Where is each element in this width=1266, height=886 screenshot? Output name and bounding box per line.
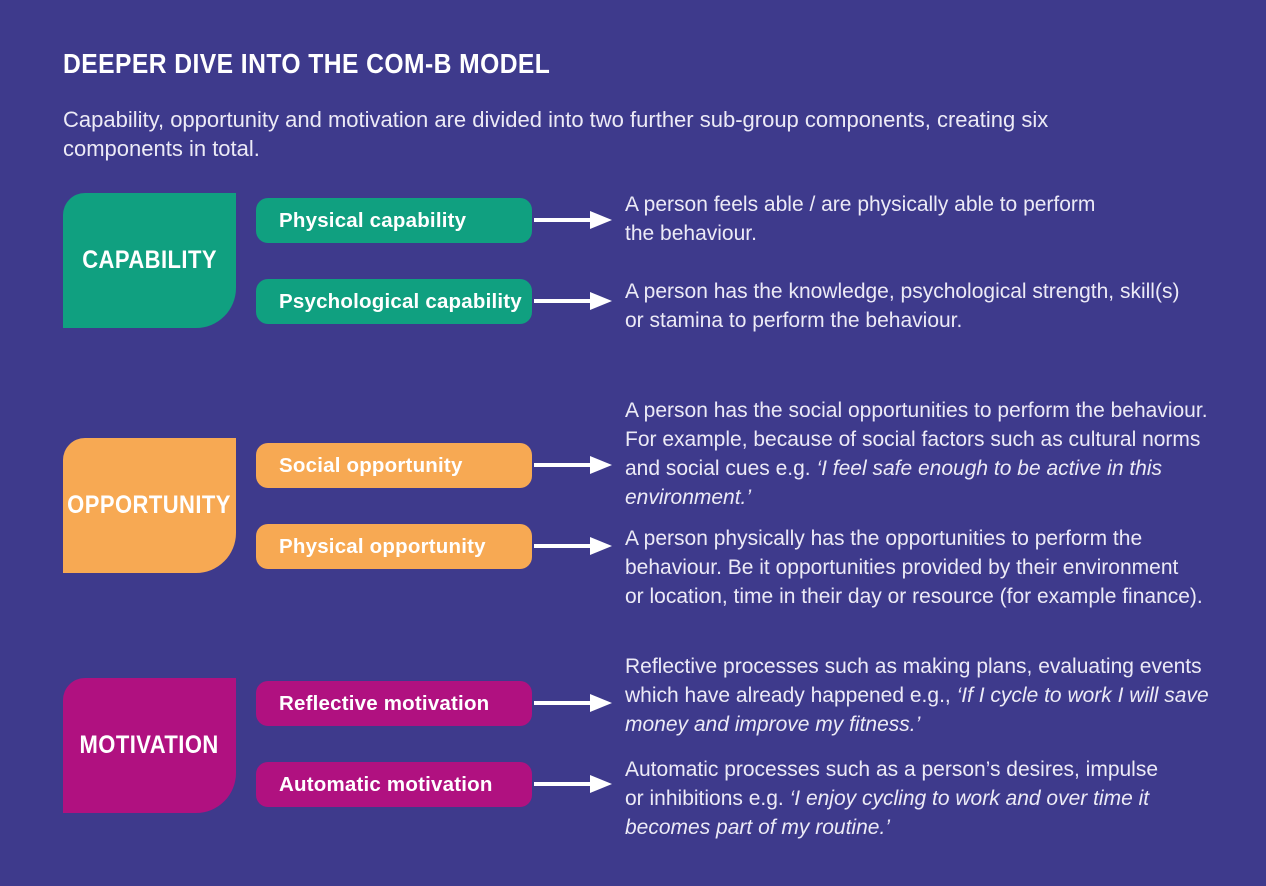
text-plain: and social cues e.g.: [625, 457, 817, 480]
category-label: OPPORTUNITY: [67, 491, 232, 519]
category-box-motivation: MOTIVATION: [63, 678, 236, 813]
text-plain: or stamina to perform the behaviour.: [625, 309, 963, 332]
description-line: which have already happened e.g., ‘If I …: [625, 681, 1209, 710]
text-italic: becomes part of my routine.’: [625, 816, 890, 839]
subcomponent-label: Reflective motivation: [279, 691, 490, 715]
text-plain: which have already happened e.g.,: [625, 684, 957, 707]
description-line: and social cues e.g. ‘I feel safe enough…: [625, 454, 1208, 483]
description-line: or inhibitions e.g. ‘I enjoy cycling to …: [625, 784, 1158, 813]
description-line: A person physically has the opportunitie…: [625, 524, 1203, 553]
category-label: CAPABILITY: [82, 246, 217, 274]
description-physical-opportunity: A person physically has the opportunitie…: [625, 524, 1203, 611]
description-social-opportunity: A person has the social opportunities to…: [625, 396, 1208, 512]
page-title: DEEPER DIVE INTO THE COM-B MODEL: [63, 48, 551, 79]
description-line: behaviour. Be it opportunities provided …: [625, 553, 1203, 582]
description-line: For example, because of social factors s…: [625, 425, 1208, 454]
text-italic: ‘I enjoy cycling to work and over time i…: [789, 787, 1150, 810]
text-plain: or inhibitions e.g.: [625, 787, 790, 810]
description-line: Automatic processes such as a person’s d…: [625, 755, 1158, 784]
subcomponent-label: Automatic motivation: [279, 772, 493, 796]
intro-text: Capability, opportunity and motivation a…: [63, 105, 1048, 163]
right-arrow-icon: [534, 456, 612, 474]
text-plain: Automatic processes such as a person’s d…: [625, 758, 1159, 781]
description-line: environment.’: [625, 483, 1208, 512]
description-automatic-motivation: Automatic processes such as a person’s d…: [625, 755, 1158, 842]
description-line: or location, time in their day or resour…: [625, 582, 1203, 611]
category-label: MOTIVATION: [79, 731, 220, 759]
description-line: money and improve my fitness.’: [625, 710, 1209, 739]
category-box-opportunity: OPPORTUNITY: [63, 438, 236, 573]
text-italic: money and improve my fitness.’: [625, 713, 921, 736]
intro-line: components in total.: [63, 136, 260, 161]
subcomponent-box-social-opportunity: Social opportunity: [256, 443, 532, 488]
description-line: Reflective processes such as making plan…: [625, 652, 1209, 681]
text-plain: For example, because of social factors s…: [625, 428, 1201, 451]
right-arrow-icon: [534, 694, 612, 712]
right-arrow-icon: [534, 775, 612, 793]
text-plain: Reflective processes such as making plan…: [625, 655, 1202, 678]
subcomponent-label: Psychological capability: [279, 289, 522, 313]
right-arrow-icon: [534, 211, 612, 229]
category-box-capability: CAPABILITY: [63, 193, 236, 328]
subcomponent-label: Physical capability: [279, 208, 467, 232]
description-line: becomes part of my routine.’: [625, 813, 1158, 842]
text-plain: behaviour. Be it opportunities provided …: [625, 556, 1179, 579]
text-plain: A person physically has the opportunitie…: [625, 527, 1143, 550]
description-line: A person feels able / are physically abl…: [625, 190, 1095, 219]
subcomponent-box-physical-capability: Physical capability: [256, 198, 532, 243]
text-plain: A person feels able / are physically abl…: [625, 193, 1096, 216]
text-italic: ‘I feel safe enough to be active in this: [816, 457, 1163, 480]
text-plain: A person has the social opportunities to…: [625, 399, 1208, 422]
text-plain: or location, time in their day or resour…: [625, 585, 1203, 608]
subcomponent-label: Social opportunity: [279, 453, 463, 477]
description-reflective-motivation: Reflective processes such as making plan…: [625, 652, 1209, 739]
description-psychological-capability: A person has the knowledge, psychologica…: [625, 277, 1179, 335]
right-arrow-icon: [534, 537, 612, 555]
description-physical-capability: A person feels able / are physically abl…: [625, 190, 1095, 248]
description-line: the behaviour.: [625, 219, 1095, 248]
subcomponent-box-reflective-motivation: Reflective motivation: [256, 681, 532, 726]
text-italic: ‘If I cycle to work I will save: [956, 684, 1209, 707]
subcomponent-box-automatic-motivation: Automatic motivation: [256, 762, 532, 807]
description-line: A person has the knowledge, psychologica…: [625, 277, 1179, 306]
description-line: A person has the social opportunities to…: [625, 396, 1208, 425]
intro-line: Capability, opportunity and motivation a…: [63, 107, 1049, 132]
text-plain: the behaviour.: [625, 222, 757, 245]
right-arrow-icon: [534, 292, 612, 310]
description-line: or stamina to perform the behaviour.: [625, 306, 1179, 335]
subcomponent-label: Physical opportunity: [279, 534, 486, 558]
text-italic: environment.’: [625, 486, 752, 509]
subcomponent-box-physical-opportunity: Physical opportunity: [256, 524, 532, 569]
subcomponent-box-psychological-capability: Psychological capability: [256, 279, 532, 324]
text-plain: A person has the knowledge, psychologica…: [625, 280, 1180, 303]
